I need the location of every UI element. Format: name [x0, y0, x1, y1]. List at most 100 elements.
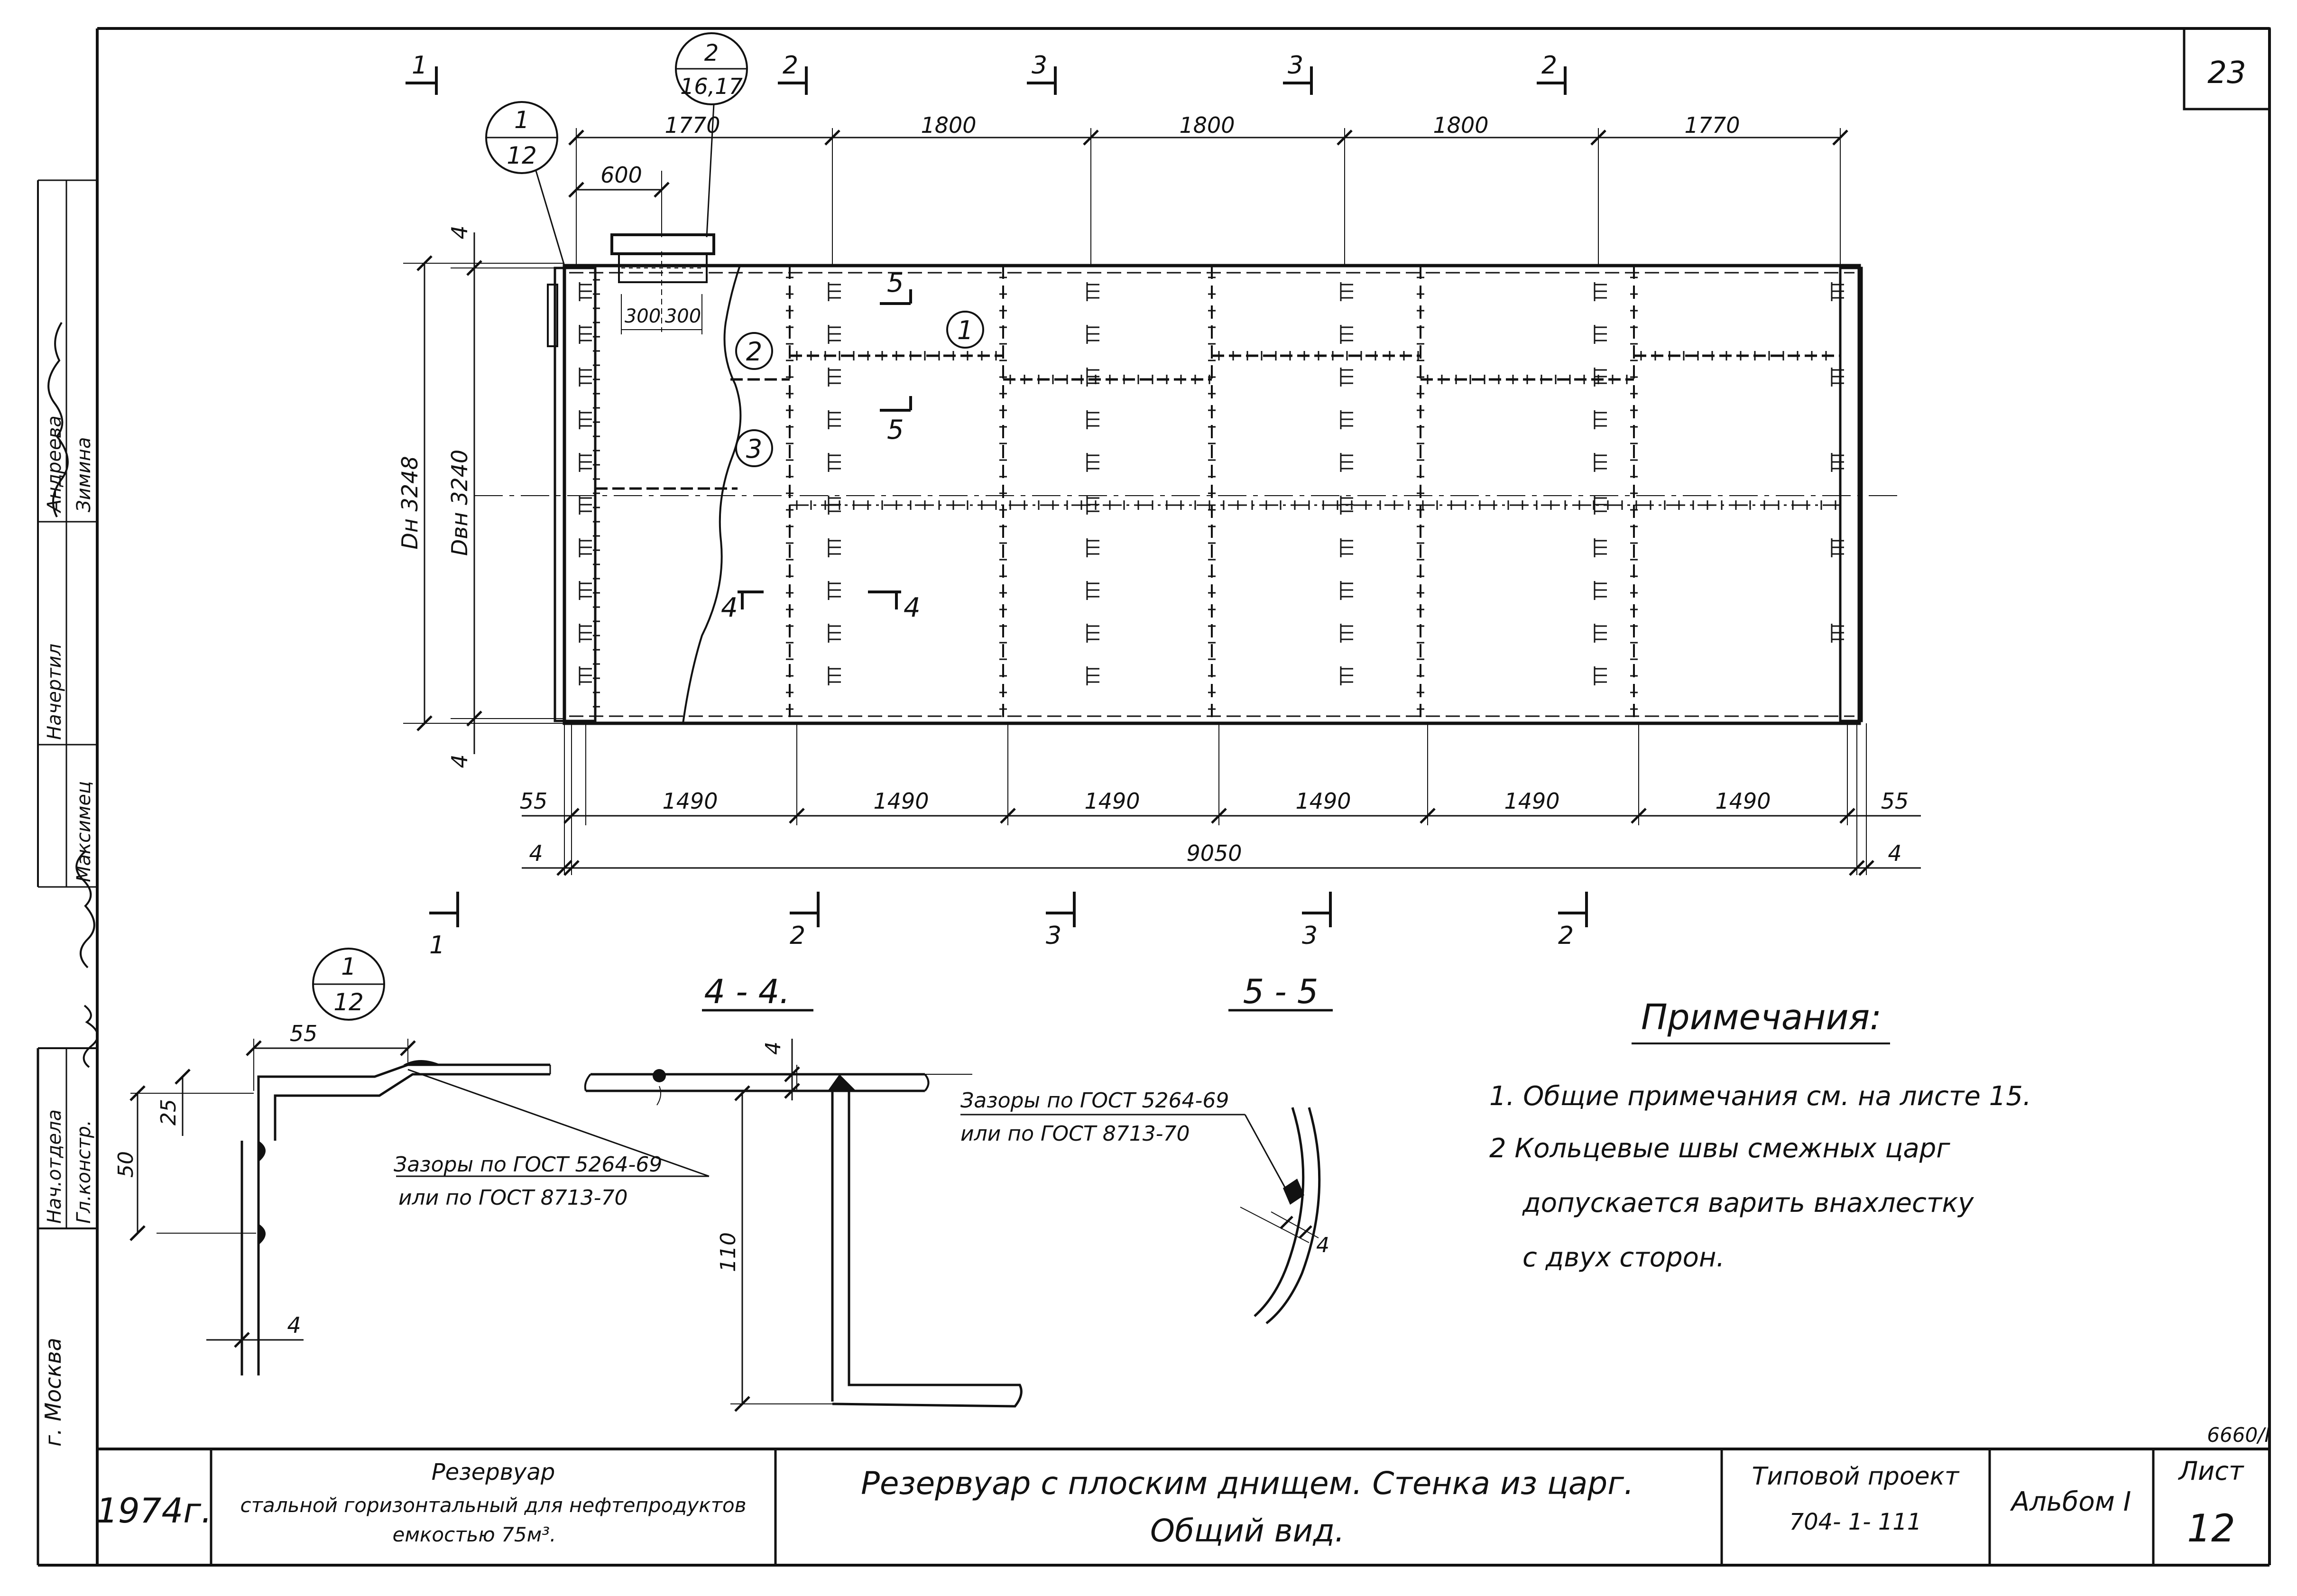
inner-diameter: Dвн 3240	[447, 450, 472, 556]
sheet-frame	[38, 27, 2271, 1567]
callout-2-top: 2	[704, 40, 719, 66]
longitudinal-seams	[595, 354, 1840, 490]
stamp-role-0: Начертил	[44, 644, 65, 740]
hatch-half-1: 300	[625, 305, 661, 327]
left-end-plate	[553, 267, 597, 722]
detail-callout-1-12: 1 12	[485, 101, 565, 266]
project-label: Типовой проект	[1752, 1462, 1960, 1491]
part-mark-1: 1	[957, 315, 973, 345]
section-5-5-dim-4: 4	[1316, 1233, 1329, 1257]
top-dim-5: 1770	[1684, 112, 1740, 138]
section-4-left-label: 4	[721, 592, 738, 623]
top-section-3: 3	[1032, 51, 1047, 80]
album: Альбом I	[2010, 1486, 2131, 1517]
part-mark-3: 3	[746, 434, 762, 464]
section-4-right-label: 4	[904, 592, 921, 623]
section-5-5-note-1: Зазоры по ГОСТ 5264-69	[960, 1089, 1229, 1113]
stamp-role-2: Гл.констр.	[73, 1120, 95, 1224]
stamp-role-1: Нач.отдела	[44, 1109, 65, 1224]
right-edge-dim: 55	[1881, 788, 1909, 814]
sheet-number: 23	[2207, 55, 2246, 91]
left-edge-dim: 55	[520, 788, 548, 814]
bottom-section-marks: 1 2 3 3 2	[429, 892, 1588, 959]
top-dim-ticks	[568, 129, 1848, 198]
detail-callout-2-16-17: 2 16,17	[675, 32, 748, 238]
tank-elevation: 1 2 3 5 5 4 4	[474, 233, 1902, 725]
bottom-dim-5: 1490	[1504, 788, 1559, 814]
signature-1	[47, 322, 69, 517]
year: 1974г.	[96, 1491, 212, 1531]
project-number: 704- 1- 111	[1790, 1509, 1922, 1535]
left-dimensions: Dн 3248 Dвн 3240 4 4	[397, 225, 564, 768]
top-dim-1: 1770	[664, 112, 720, 138]
stamp-name-1: Зимина	[73, 437, 95, 512]
drawing-title-2: Общий вид.	[1150, 1513, 1345, 1549]
bottom-dim-1: 1490	[662, 788, 718, 814]
part-callout-1: 1	[946, 311, 984, 349]
top-section-4: 3	[1288, 51, 1303, 80]
section-5-5: 5 - 5 Зазоры по ГОСТ 5264-69 или по ГОСТ…	[960, 972, 1333, 1324]
part-callout-2: 2	[735, 332, 773, 370]
detail-1-note-1: Зазоры по ГОСТ 5264-69	[394, 1153, 662, 1177]
weld-ticks	[579, 277, 1844, 710]
section-4-cut: 4 4	[721, 590, 921, 623]
top-section-marks: 1 2 3 3 2	[406, 51, 1567, 95]
hatch	[610, 233, 715, 332]
top-dim-4: 1800	[1433, 112, 1488, 138]
detail-1-12: 1 12 55 25 50 4 Зазоры по ГОС	[114, 948, 710, 1375]
top-section-5: 2	[1541, 51, 1557, 80]
bottom-dim-2: 1490	[873, 788, 929, 814]
overall-length: 9050	[1186, 840, 1242, 866]
archive-number: 6660/I	[2207, 1423, 2270, 1447]
callout-2-bottom: 16,17	[680, 74, 743, 99]
bottom-section-3: 3	[1046, 922, 1061, 950]
top-gap: 4	[447, 225, 472, 239]
stamp-name-0: Андреева	[44, 415, 65, 514]
object-line-2: стальной горизонтальный для нефтепродукт…	[240, 1494, 747, 1517]
section-5-top-label: 5	[887, 268, 904, 298]
section-4-4-title: 4 - 4.	[704, 972, 790, 1011]
top-section-2: 2	[783, 51, 798, 80]
stamp-city: г. Москва	[40, 1338, 66, 1447]
callout-1-top: 1	[514, 106, 529, 134]
detail-lower-top: 1	[341, 953, 356, 980]
notes: Примечания: 1. Общие примечания см. на л…	[1489, 997, 2031, 1273]
section-5-cut: 5 5	[880, 268, 912, 445]
bottom-section-2: 2	[790, 922, 805, 950]
note-line-1: 1. Общие примечания см. на листе 15.	[1489, 1081, 2031, 1112]
bottom-dim-3: 1490	[1084, 788, 1140, 814]
detail-1-note-2: или по ГОСТ 8713-70	[398, 1186, 628, 1210]
hatch-half-2: 300	[665, 305, 701, 327]
section-5-bottom-label: 5	[887, 415, 904, 445]
object-line-1: Резервуар	[432, 1459, 555, 1485]
top-section-1: 1	[412, 51, 427, 80]
note-line-2: 2 Кольцевые швы смежных царг	[1489, 1133, 1950, 1164]
callout-1-bottom: 12	[507, 142, 537, 169]
overall-right-edge: 4	[1888, 840, 1901, 866]
part-callout-3: 3	[735, 429, 773, 467]
hatch-dim: 600	[600, 162, 642, 188]
note-line-4: с двух сторон.	[1522, 1242, 1725, 1273]
bottom-section-4: 3	[1302, 922, 1318, 950]
section-4-4-dim-4: 4	[761, 1042, 785, 1055]
detail-1-dim-4: 4	[287, 1312, 301, 1338]
bottom-dim-4: 1490	[1295, 788, 1351, 814]
signature-3	[83, 1005, 99, 1068]
right-end-plate	[1839, 267, 1863, 722]
bottom-section-1: 1	[429, 931, 445, 959]
notes-title: Примечания:	[1641, 997, 1882, 1038]
outer-diameter: Dн 3248	[397, 456, 423, 549]
drawing-title-1: Резервуар с плоским днищем. Стенка из ца…	[861, 1465, 1634, 1502]
bottom-dimensions: 55 55 1490 1490 1490 1490 1490 1490 9050…	[429, 723, 1921, 959]
part-mark-2: 2	[746, 337, 762, 367]
signature-2	[75, 850, 95, 969]
detail-1-dim-50: 50	[114, 1151, 138, 1178]
note-line-3: допускается варить внахлестку	[1522, 1188, 1974, 1218]
section-4-4: 4 - 4. 4 110	[584, 972, 1023, 1412]
detail-1-dim-25: 25	[157, 1099, 181, 1126]
detail-1-dim-top: 55	[290, 1021, 318, 1046]
top-dim-3: 1800	[1179, 112, 1235, 138]
side-stamp: Нач.отдела Гл.констр. Зимина Андреева Ма…	[37, 179, 99, 1565]
bottom-dim-6: 1490	[1715, 788, 1771, 814]
